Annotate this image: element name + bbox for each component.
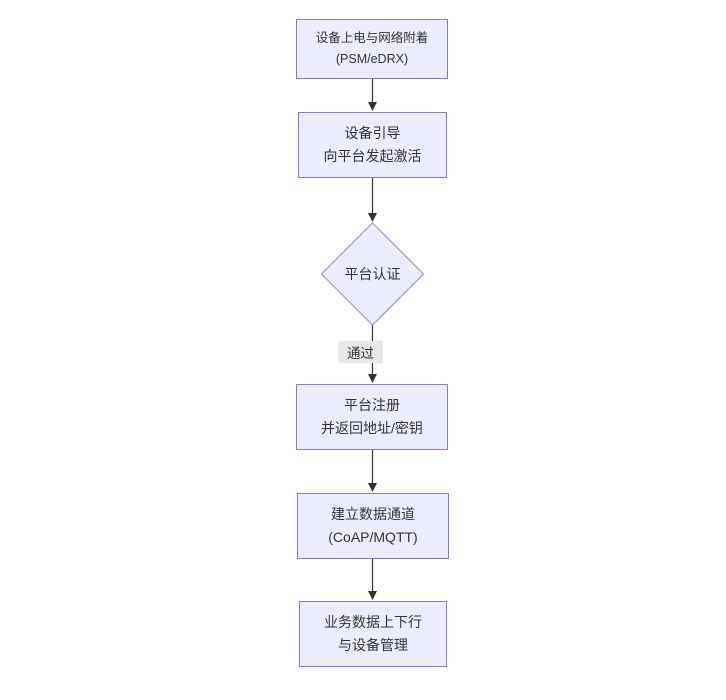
node-label-line: 业务数据上下行 [324, 614, 422, 631]
node-label-line: 设备上电与网络附着 [315, 30, 429, 45]
node-platform-auth-shape [320, 222, 425, 326]
node-label-line: 向平台发起激活 [323, 148, 422, 164]
node-label-line: (PSM/eDRX) [335, 52, 409, 66]
node-label-line: 并返回地址/密钥 [321, 420, 423, 436]
node-label-line: 设备引导 [344, 125, 401, 142]
node-label-line: 建立数据通道 [331, 506, 415, 523]
node-data-channel: 建立数据通道 (CoAP/MQTT) [297, 493, 449, 559]
node-label-line: 平台注册 [344, 397, 400, 414]
node-label-line: 与设备管理 [338, 637, 408, 653]
node-label-line: (CoAP/MQTT) [328, 529, 418, 545]
node-business-data: 业务数据上下行 与设备管理 [299, 601, 447, 667]
edge-label-pass: 通过 [338, 341, 383, 363]
node-bootstrap-activate: 设备引导 向平台发起激活 [298, 112, 447, 178]
node-platform-register: 平台注册 并返回地址/密钥 [296, 384, 448, 450]
node-platform-auth-label: 平台认证 [344, 266, 401, 282]
node-power-attach: 设备上电与网络附着 (PSM/eDRX) [296, 19, 448, 79]
